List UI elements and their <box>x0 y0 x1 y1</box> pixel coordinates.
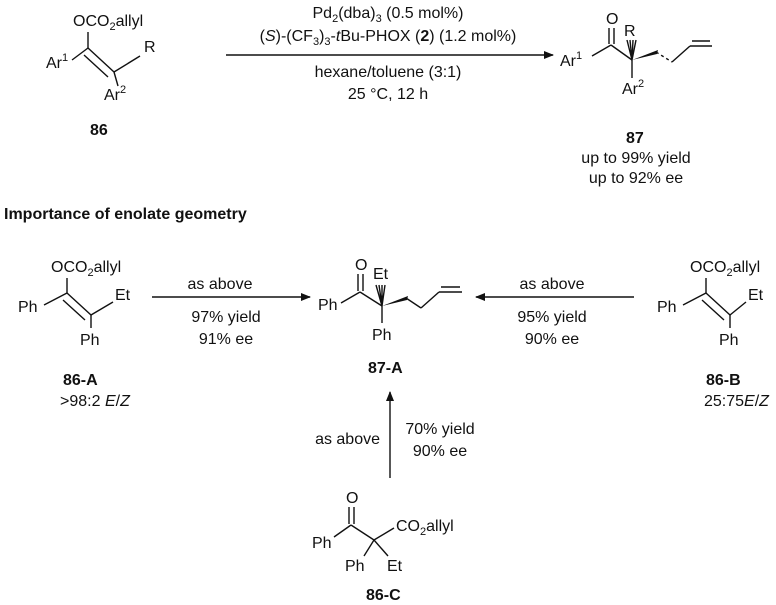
condition-ligand: (S)-(CF3)3-tBu-PHOX (2) (1.2 mol%) <box>260 28 517 48</box>
phenyl-group: Ph <box>372 327 392 344</box>
up-ee: 90% ee <box>413 443 467 460</box>
max-ee: up to 92% ee <box>589 170 683 187</box>
ez-ratio-86-B: 25:75E/Z <box>704 393 770 410</box>
enol-carbonate-group: OCO2allyl <box>690 259 760 279</box>
ar2-substituent: Ar2 <box>104 84 126 104</box>
phenyl-group: Ph <box>657 299 677 316</box>
phenyl-group: Ph <box>18 299 38 316</box>
compound-86: OCO2allyl Ar1 R Ar2 86 <box>46 13 156 139</box>
right-yield: 95% yield <box>517 309 586 326</box>
ar2-substituent: Ar2 <box>622 78 644 98</box>
compound-87: O Ar1 R Ar2 87 up to 99% yield up to 92%… <box>560 11 712 187</box>
up-yield: 70% yield <box>405 421 474 438</box>
compound-87-A-label: 87-A <box>368 360 403 377</box>
ethyl-group: Et <box>387 558 403 575</box>
phenyl-group: Ph <box>80 332 100 349</box>
ethyl-group: Et <box>115 287 131 304</box>
condition-catalyst: Pd2(dba)3 (0.5 mol%) <box>313 5 464 25</box>
compound-86-A: OCO2allyl Ph Et Ph 86-A >98:2 E/Z <box>18 259 131 410</box>
left-yield: 97% yield <box>191 309 260 326</box>
r-substituent: R <box>624 23 636 40</box>
ar1-substituent: Ar1 <box>560 50 582 70</box>
enol-carbonate-group: OCO2allyl <box>51 259 121 279</box>
phenyl-group: Ph <box>719 332 739 349</box>
allyl-ester-group: CO2allyl <box>396 518 454 538</box>
phenyl-group: Ph <box>312 535 332 552</box>
right-conditions: as above <box>520 276 585 293</box>
carbonyl-oxygen: O <box>355 257 367 274</box>
up-conditions: as above <box>315 431 380 448</box>
ethyl-group: Et <box>373 266 389 283</box>
enol-carbonate-group: OCO2allyl <box>73 13 143 33</box>
compound-86-B-label: 86-B <box>706 372 741 389</box>
compound-87-label: 87 <box>626 130 644 147</box>
compound-86-B: OCO2allyl Ph Et Ph 86-B 25:75E/Z <box>657 259 770 410</box>
compound-86-label: 86 <box>90 122 108 139</box>
left-conditions: as above <box>188 276 253 293</box>
compound-86-A-label: 86-A <box>63 372 98 389</box>
section-title: Importance of enolate geometry <box>4 206 247 223</box>
condition-solvent: hexane/toluene (3:1) <box>315 64 462 81</box>
condition-temperature-time: 25 °C, 12 h <box>348 86 428 103</box>
ethyl-group: Et <box>748 287 764 304</box>
carbonyl-oxygen: O <box>606 11 618 28</box>
compound-86-C: O Ph CO2allyl Ph Et 86-C <box>312 490 454 604</box>
phenyl-group: Ph <box>345 558 365 575</box>
left-ee: 91% ee <box>199 331 253 348</box>
ez-ratio-86-A: >98:2 E/Z <box>60 393 131 410</box>
ar1-substituent: Ar1 <box>46 52 68 72</box>
carbonyl-oxygen: O <box>346 490 358 507</box>
phenyl-group: Ph <box>318 297 338 314</box>
max-yield: up to 99% yield <box>581 150 690 167</box>
compound-87-A: O Ph Et Ph 87-A <box>318 257 462 377</box>
right-ee: 90% ee <box>525 331 579 348</box>
compound-86-C-label: 86-C <box>366 587 401 604</box>
r-substituent: R <box>144 39 156 56</box>
